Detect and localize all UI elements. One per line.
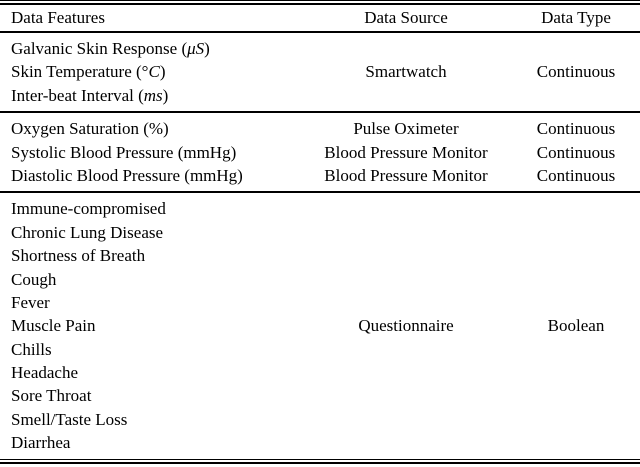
feature-diarrhea: Diarrhea [11, 433, 71, 453]
feature-headache: Headache [11, 363, 79, 383]
table-top-rule-thick [0, 3, 640, 5]
systolic-blood-pressure-type: Continuous [536, 142, 616, 162]
table-bottom-rule-thin [0, 458, 640, 460]
feature-oxygen-saturation: Oxygen Saturation (%) [11, 119, 169, 139]
feature-muscle-pain: Muscle Pain [11, 316, 96, 336]
column-header-data-features: Data Features [11, 8, 105, 27]
feature-text: Galvanic Skin Response ( [11, 39, 188, 58]
questionnaire-source-cell: Questionnaire [300, 197, 512, 454]
feature-text: Skin Temperature (° [11, 62, 149, 82]
feature-unit-math: μS [187, 39, 205, 58]
oxygen-saturation-source: Pulse Oximeter [353, 119, 459, 139]
feature-unit-math: C [148, 62, 160, 82]
column-header-data-source: Data Source [364, 8, 448, 27]
column-header-data-type: Data Type [541, 8, 611, 27]
diastolic-blood-pressure-type: Continuous [536, 165, 616, 185]
feature-inter-beat-interval: Inter-beat Interval (ms) [11, 84, 300, 107]
feature-text-close: ) [162, 85, 169, 105]
feature-immune-compromised: Immune-compromised [11, 199, 166, 219]
vitals-row-group: Oxygen Saturation (%) Pulse Oximeter Con… [0, 113, 640, 191]
feature-fever: Fever [11, 292, 50, 312]
feature-text: Inter-beat Interval ( [11, 85, 144, 105]
smartwatch-feature-list: Galvanic Skin Response (μS) Skin Tempera… [0, 37, 300, 107]
table-bottom-rule-thick [0, 461, 640, 464]
feature-smell-taste-loss: Smell/Taste Loss [11, 409, 128, 429]
group-separator-rule-1 [0, 111, 640, 114]
type-value: Continuous [536, 62, 616, 82]
smartwatch-type-cell: Continuous [512, 37, 640, 107]
feature-text-close: ) [159, 62, 166, 82]
feature-shortness-of-breath: Shortness of Breath [11, 246, 146, 266]
feature-sore-throat: Sore Throat [11, 386, 92, 406]
questionnaire-feature-list: Immune-compromised Chronic Lung Disease … [0, 197, 300, 454]
group-separator-rule-2 [0, 191, 640, 194]
systolic-blood-pressure-source: Blood Pressure Monitor [324, 142, 488, 162]
source-value: Questionnaire [358, 315, 454, 335]
feature-unit-math: ms [143, 85, 163, 105]
diastolic-blood-pressure-source: Blood Pressure Monitor [324, 165, 488, 185]
smartwatch-row-group: Galvanic Skin Response (μS) Skin Tempera… [0, 33, 640, 111]
smartwatch-source-cell: Smartwatch [300, 37, 512, 107]
oxygen-saturation-type: Continuous [536, 119, 616, 139]
header-separator-rule [0, 31, 640, 33]
questionnaire-type-cell: Boolean [512, 197, 640, 454]
table-top-rule-thin [0, 0, 640, 1]
feature-skin-temperature: Skin Temperature (°C) [11, 60, 300, 83]
feature-cough: Cough [11, 269, 57, 289]
feature-systolic-blood-pressure: Systolic Blood Pressure (mmHg) [11, 142, 237, 162]
feature-galvanic-skin-response: Galvanic Skin Response (μS) [11, 37, 300, 60]
questionnaire-row-group: Immune-compromised Chronic Lung Disease … [0, 193, 640, 458]
source-value: Smartwatch [365, 62, 447, 82]
feature-chills: Chills [11, 339, 52, 359]
table-header-row: Data Features Data Source Data Type [0, 5, 640, 31]
feature-diastolic-blood-pressure: Diastolic Blood Pressure (mmHg) [11, 165, 243, 185]
feature-text-close: ) [204, 39, 210, 58]
type-value: Boolean [547, 315, 605, 335]
feature-chronic-lung-disease: Chronic Lung Disease [11, 222, 164, 242]
